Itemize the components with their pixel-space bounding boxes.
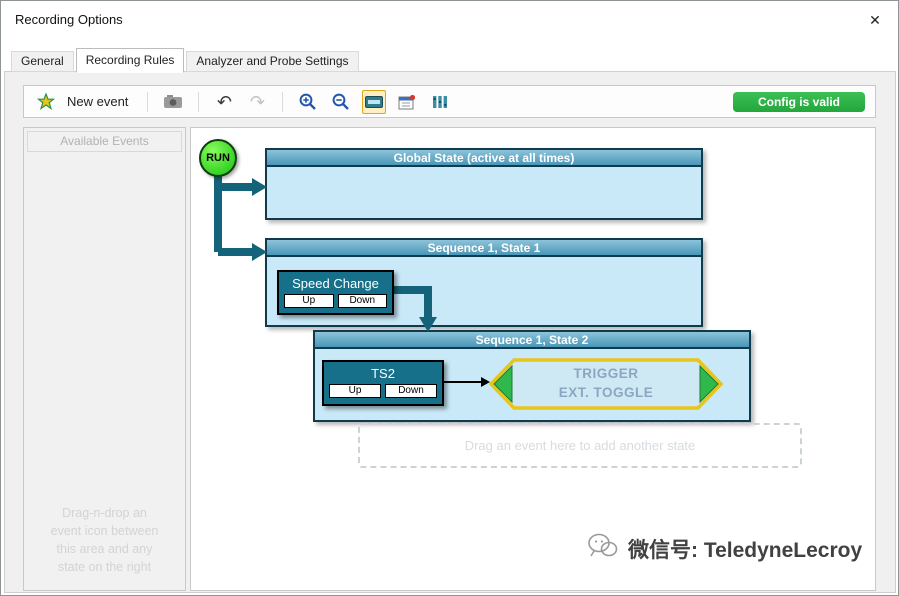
tab-strip: General Recording Rules Analyzer and Pro… bbox=[11, 46, 361, 73]
trigger-action-shape[interactable] bbox=[487, 356, 725, 412]
toolbar-separator bbox=[147, 91, 149, 112]
speed-change-up-button[interactable]: Up bbox=[284, 294, 334, 308]
new-event-icon[interactable] bbox=[34, 90, 58, 114]
columns-icon[interactable] bbox=[428, 90, 452, 114]
sequence1-state1-title: Sequence 1, State 1 bbox=[267, 240, 701, 257]
tab-recording-rules[interactable]: Recording Rules bbox=[75, 48, 185, 73]
toolbar-separator bbox=[198, 91, 200, 112]
toolbar: New event ↶ ↷ bbox=[23, 85, 876, 118]
ts2-label: TS2 bbox=[371, 366, 395, 381]
display-icon[interactable] bbox=[362, 89, 387, 114]
speed-change-event[interactable]: Speed Change Up Down bbox=[277, 270, 394, 315]
global-state-title: Global State (active at all times) bbox=[267, 150, 701, 167]
watermark-text: 微信号: TeledyneLecroy bbox=[628, 538, 863, 562]
trigger-action-label: TRIGGER EXT. TOGGLE bbox=[558, 366, 654, 400]
window-title: Recording Options bbox=[15, 12, 123, 27]
sequence1-state2-title: Sequence 1, State 2 bbox=[315, 332, 749, 349]
speed-change-down-button[interactable]: Down bbox=[337, 294, 387, 308]
add-state-dropzone[interactable]: Drag an event here to add another state bbox=[358, 423, 802, 468]
available-events-panel: Available Events Drag-n-drop an event ic… bbox=[23, 127, 186, 591]
global-state-box[interactable]: Global State (active at all times) bbox=[265, 148, 703, 220]
wechat-icon bbox=[586, 531, 620, 566]
ts2-up-button[interactable]: Up bbox=[329, 384, 381, 398]
tab-general[interactable]: General bbox=[11, 51, 74, 72]
camera-icon[interactable] bbox=[161, 90, 185, 114]
redo-icon[interactable]: ↷ bbox=[249, 91, 265, 112]
rules-canvas[interactable]: RUN Global State (active at all times) S… bbox=[190, 127, 876, 591]
new-event-button[interactable]: New event bbox=[67, 94, 129, 109]
drag-drop-hint: Drag-n-drop an event icon between this a… bbox=[50, 506, 159, 574]
undo-icon[interactable]: ↶ bbox=[216, 91, 232, 112]
tab-analyzer-probe-settings[interactable]: Analyzer and Probe Settings bbox=[186, 51, 359, 72]
ts2-down-button[interactable]: Down bbox=[385, 384, 437, 398]
toolbar-separator bbox=[282, 91, 284, 112]
properties-icon[interactable] bbox=[395, 90, 419, 114]
speed-change-label: Speed Change bbox=[292, 276, 379, 291]
available-events-header: Available Events bbox=[27, 131, 182, 152]
run-node[interactable]: RUN bbox=[199, 139, 237, 177]
close-icon[interactable]: ✕ bbox=[869, 12, 881, 28]
watermark: 微信号: TeledyneLecroy bbox=[586, 531, 862, 566]
title-bar: Recording Options ✕ bbox=[1, 1, 898, 39]
ts2-event[interactable]: TS2 Up Down bbox=[322, 360, 444, 406]
config-status-badge: Config is valid bbox=[733, 91, 865, 112]
zoom-out-icon[interactable] bbox=[329, 90, 353, 114]
zoom-in-icon[interactable] bbox=[296, 90, 320, 114]
